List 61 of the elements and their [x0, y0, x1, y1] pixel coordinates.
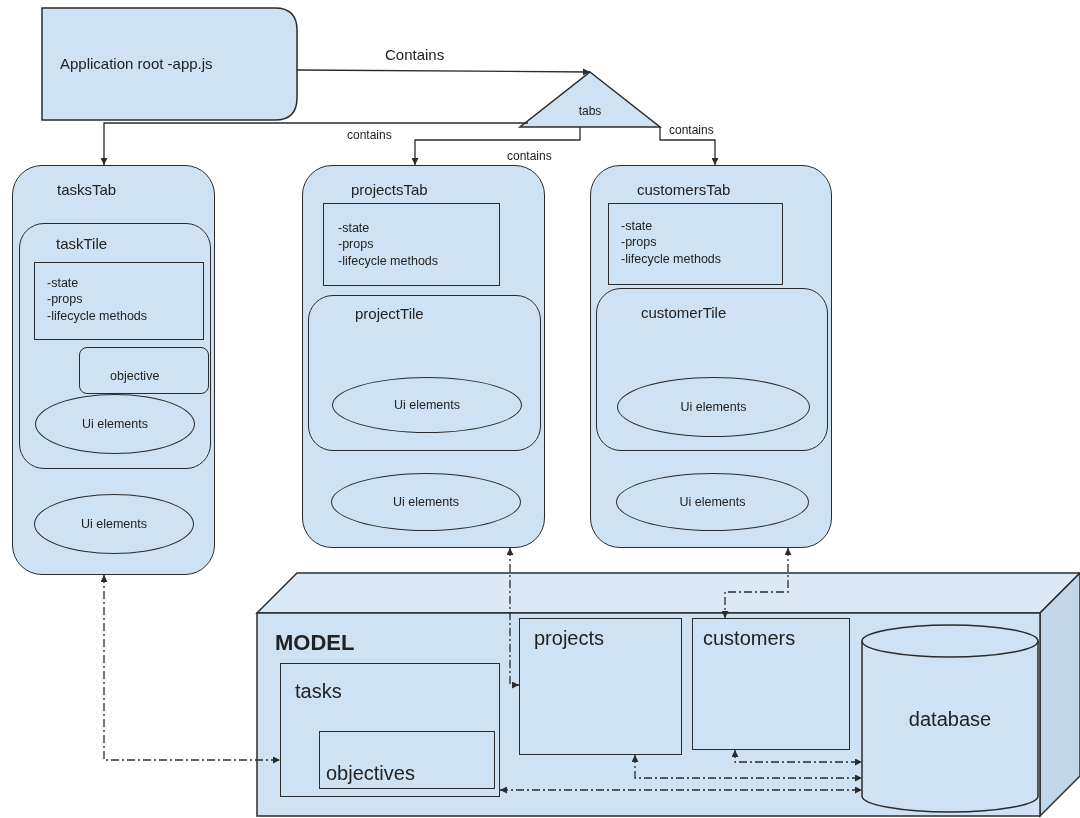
node-label: tasksTab	[57, 180, 118, 200]
dash-dot-connector	[100, 574, 281, 764]
node-label: Ui elements	[679, 493, 746, 511]
node-label: Ui elements	[393, 493, 459, 511]
node-label: Ui elements	[81, 515, 147, 533]
content-box	[608, 203, 783, 285]
component-card	[308, 295, 541, 451]
database-cylinder	[862, 625, 1038, 812]
edge-label: Contains	[383, 46, 447, 63]
list-item: -state	[47, 275, 80, 292]
list-item: -lifecycle methods	[621, 250, 723, 267]
list-item: -state	[338, 220, 371, 237]
connector-arrow	[100, 122, 529, 166]
connector-arrow	[659, 126, 719, 166]
component-card	[12, 165, 215, 575]
node-label: tabs	[578, 103, 602, 120]
dash-dot-connector	[631, 754, 863, 782]
dash-dot-connector	[731, 749, 863, 766]
connector-arrow	[411, 126, 581, 166]
tabs-triangle	[520, 72, 660, 127]
list-item: -state	[621, 218, 654, 235]
node-label: Application root -app.js	[60, 54, 213, 74]
edge-label: contains	[667, 123, 716, 137]
list-item: -props	[338, 236, 375, 253]
dash-dot-connector	[506, 547, 520, 689]
dash-dot-connector	[499, 786, 863, 794]
node-label: objectives	[326, 761, 416, 786]
node-label: taskTile	[56, 234, 109, 254]
node-label: Ui elements	[680, 398, 747, 416]
content-box	[280, 663, 500, 797]
component-card	[302, 165, 545, 548]
node-label: projects	[534, 626, 606, 651]
content-box	[692, 618, 850, 750]
node-label: Ui elements	[394, 396, 460, 414]
content-box	[319, 731, 495, 789]
component-card	[590, 165, 832, 548]
root-box	[42, 8, 297, 120]
connector-arrow	[296, 68, 591, 76]
edge-label: contains	[345, 128, 394, 142]
list-item: -lifecycle methods	[47, 307, 149, 324]
node-label: database	[908, 706, 992, 732]
component-card	[79, 347, 209, 394]
node-label: objective	[110, 368, 161, 385]
node-label: customerTile	[641, 303, 728, 323]
content-box	[323, 203, 500, 286]
dash-dot-connector	[721, 547, 792, 619]
node-label: tasks	[295, 679, 343, 704]
list-item: -props	[621, 234, 658, 251]
component-card	[19, 223, 211, 469]
list-item: -lifecycle methods	[338, 252, 440, 269]
list-item: -props	[47, 291, 84, 308]
node-label: projectTile	[355, 304, 425, 324]
content-box	[519, 618, 682, 755]
node-label: projectsTab	[351, 180, 429, 200]
edge-label: contains	[505, 149, 554, 163]
node-label: customers	[703, 626, 797, 651]
node-label: MODEL	[275, 629, 355, 657]
node-label: Ui elements	[82, 415, 148, 433]
content-box	[34, 262, 204, 340]
node-label: customersTab	[637, 180, 732, 200]
component-card	[596, 288, 828, 451]
